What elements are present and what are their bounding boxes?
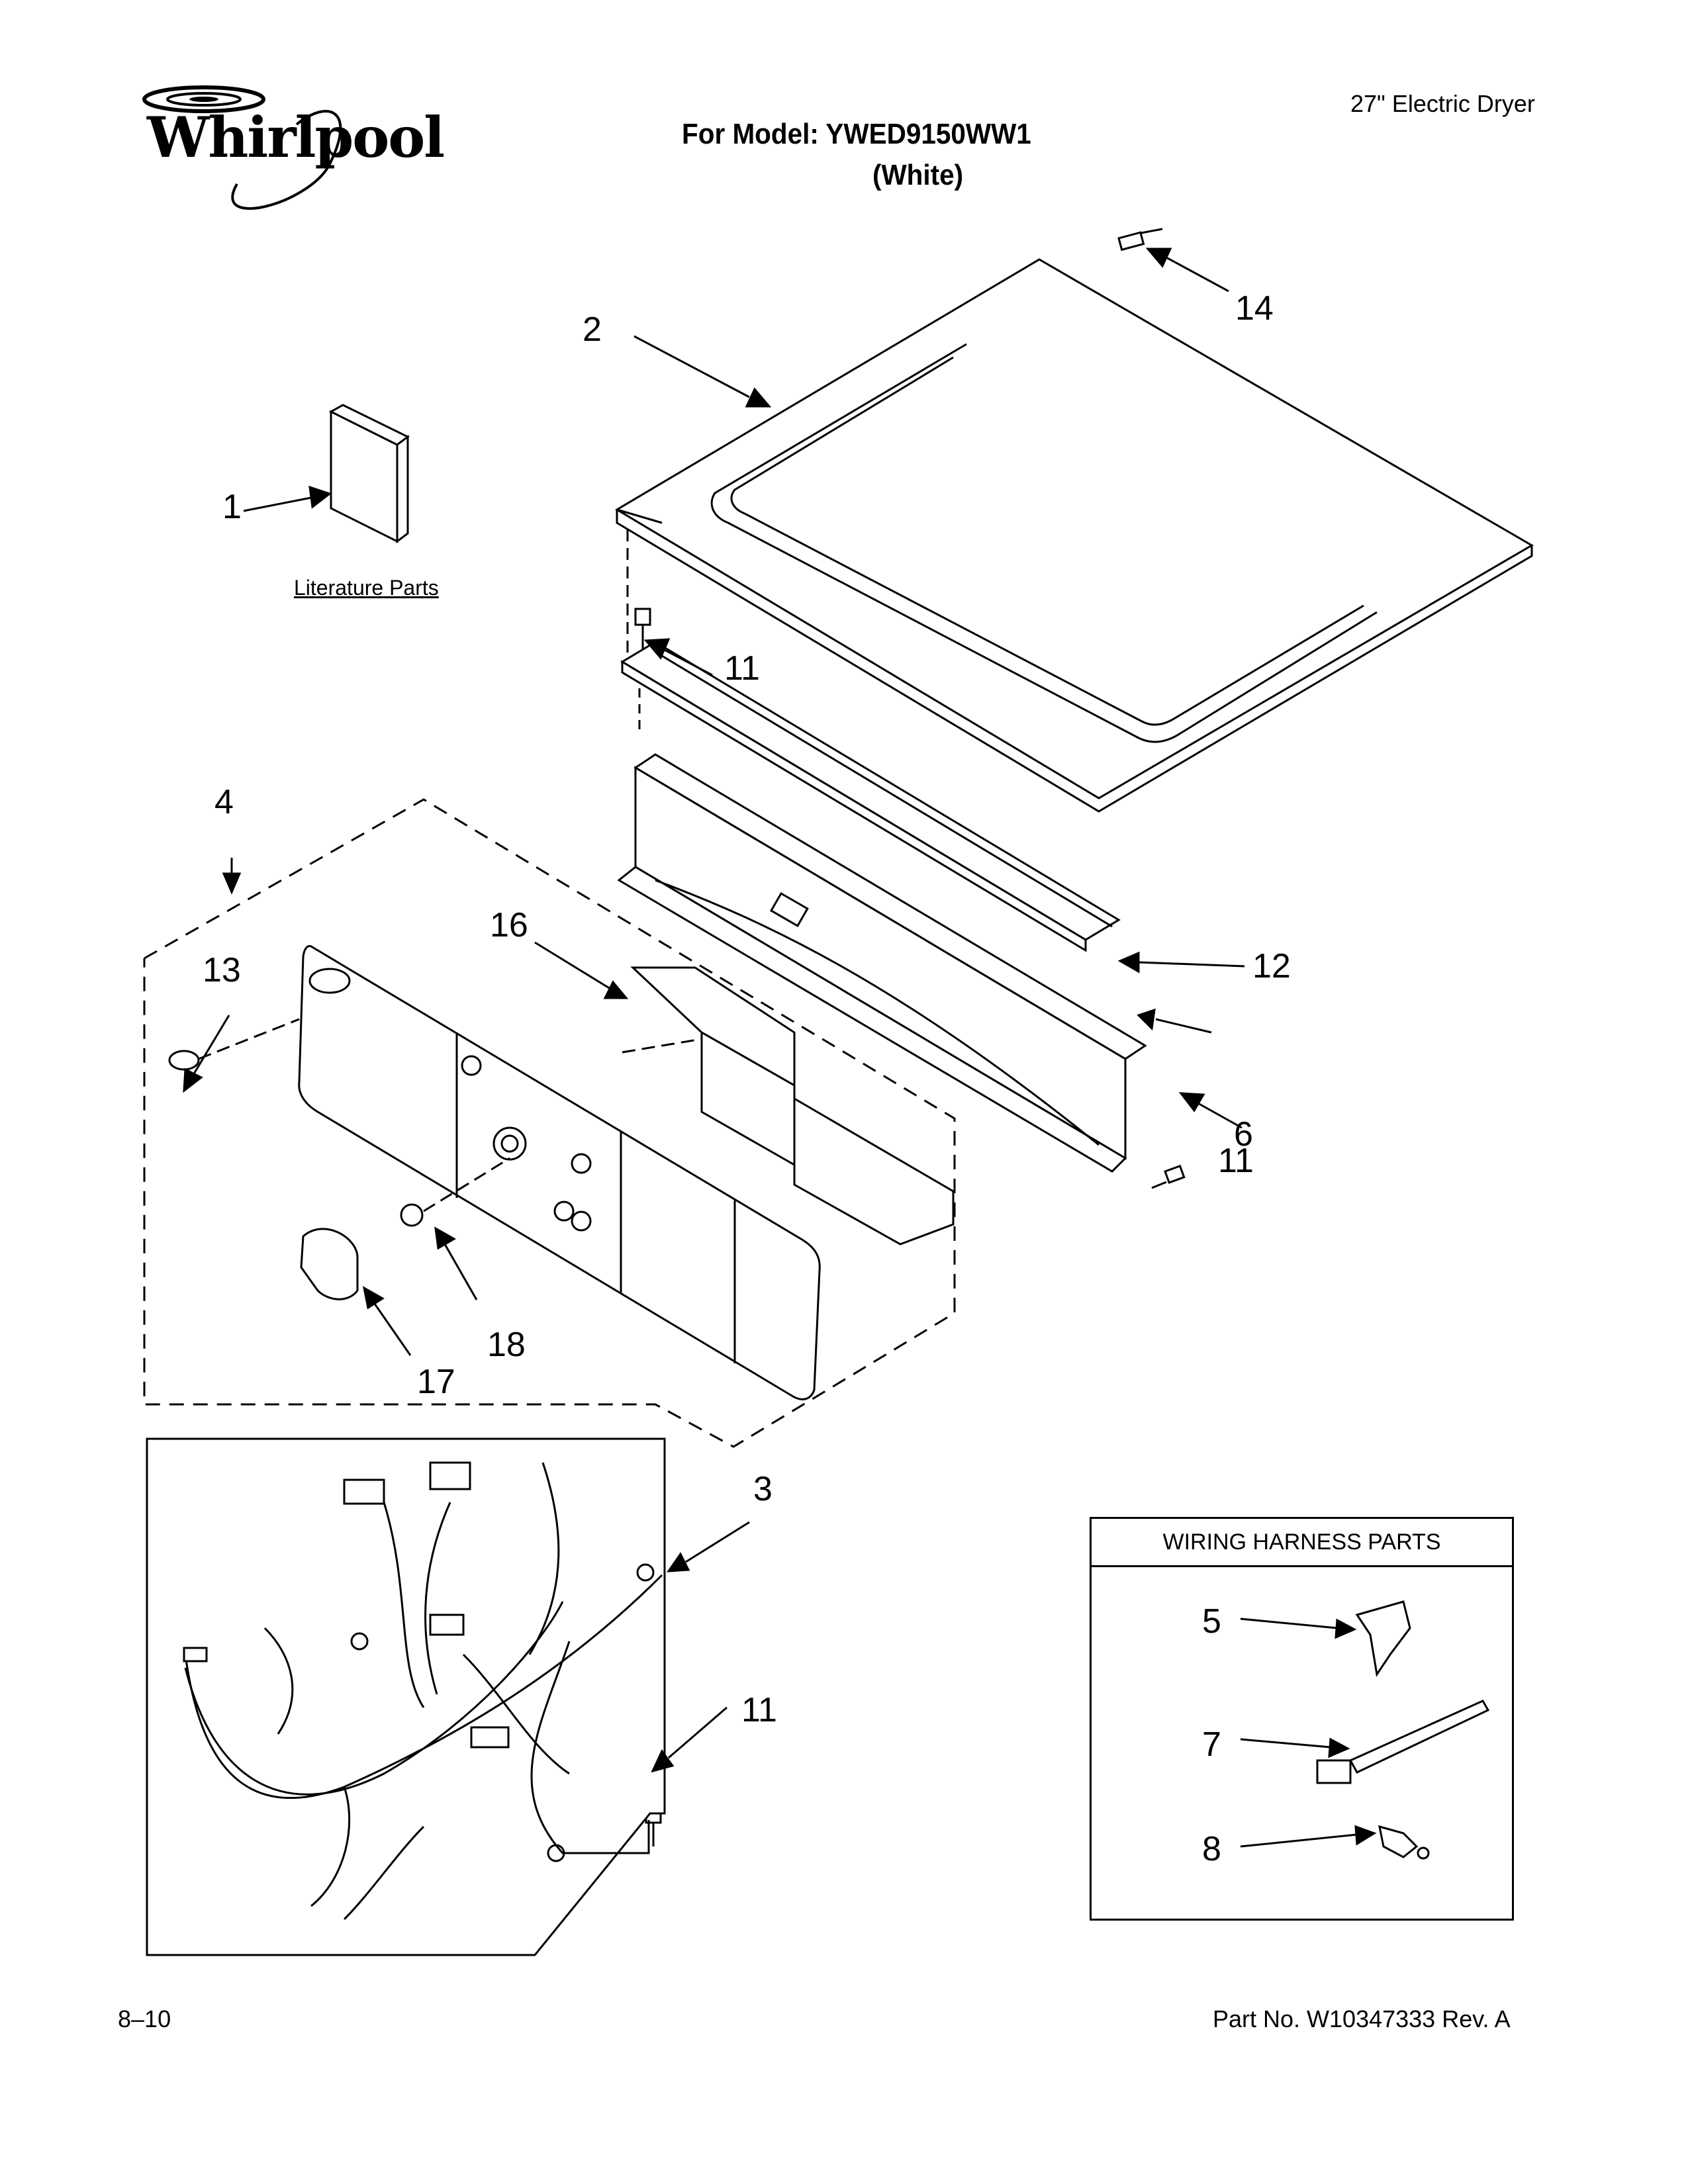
harness-clip bbox=[1355, 1600, 1411, 1677]
callout-2: 2 bbox=[583, 310, 602, 349]
part-number: Part No. W10347333 Rev. A bbox=[1213, 2005, 1511, 2032]
knob bbox=[300, 1228, 359, 1300]
console-channel bbox=[617, 753, 1147, 1173]
control-board bbox=[630, 966, 955, 1246]
logo-badge bbox=[168, 1050, 200, 1071]
page-number: 8–10 bbox=[118, 2005, 171, 2032]
console-panel bbox=[298, 945, 821, 1400]
literature-booklet bbox=[328, 404, 410, 543]
wiring-harness-parts-box bbox=[1090, 1517, 1514, 1921]
model-number: For Model: YWED9150WW1 bbox=[682, 118, 1031, 150]
callout-16: 16 bbox=[490, 906, 528, 944]
callout-6: 6 bbox=[1234, 1115, 1253, 1154]
callout-12: 12 bbox=[1252, 947, 1291, 985]
callout-11-top: 11 bbox=[724, 649, 760, 688]
callout-3: 3 bbox=[753, 1470, 773, 1508]
wiring-harness-parts-title: WIRING HARNESS PARTS bbox=[1090, 1517, 1514, 1567]
callout-1: 1 bbox=[222, 488, 242, 526]
literature-parts-label: Literature Parts bbox=[294, 576, 439, 600]
screw-14 bbox=[1117, 228, 1163, 251]
screw-11-top bbox=[634, 608, 651, 649]
brand-name: Whirlpool bbox=[147, 105, 445, 170]
callout-11-right: 11 bbox=[1218, 1142, 1254, 1180]
callout-11-bottom: 11 bbox=[741, 1691, 777, 1729]
model-color: (White) bbox=[872, 159, 964, 191]
callout-13: 13 bbox=[203, 951, 241, 989]
callout-5: 5 bbox=[1202, 1602, 1221, 1641]
knob-bushing bbox=[400, 1203, 424, 1227]
top-panel bbox=[615, 258, 1534, 813]
product-type: 27" Electric Dryer bbox=[1350, 90, 1535, 117]
callout-8: 8 bbox=[1202, 1830, 1221, 1868]
whirlpool-logo bbox=[131, 85, 393, 230]
wiring-harness bbox=[183, 1461, 663, 1921]
callout-14: 14 bbox=[1235, 289, 1274, 328]
top-bracket bbox=[620, 641, 1121, 952]
callout-4: 4 bbox=[214, 783, 234, 821]
callout-17: 17 bbox=[417, 1363, 455, 1401]
screw-11-right bbox=[1151, 1164, 1186, 1189]
wire-connector bbox=[1378, 1825, 1430, 1860]
cable-tie bbox=[1316, 1700, 1490, 1784]
wiring-harness-frame bbox=[146, 1437, 666, 1956]
callout-7: 7 bbox=[1202, 1725, 1221, 1764]
callout-18: 18 bbox=[487, 1326, 526, 1364]
console-assembly-boundary bbox=[143, 798, 956, 1448]
